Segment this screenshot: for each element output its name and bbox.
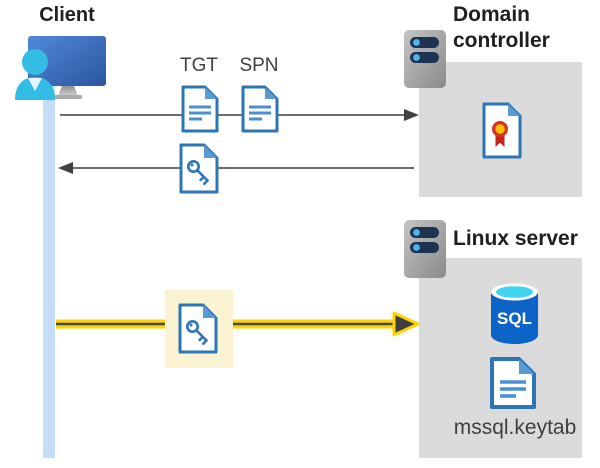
arrowhead-yellow-icon: [392, 311, 420, 337]
arrow-dc-to-client: [58, 162, 414, 174]
arrow-client-to-dc: [60, 109, 419, 121]
arrow-client-to-linux: [56, 311, 420, 337]
tgt-label: TGT: [180, 55, 218, 76]
client-timeline-bar: [43, 84, 55, 458]
client-label: Client: [39, 4, 95, 26]
domain-controller-label: Domain controller: [453, 3, 550, 52]
arrowhead-left-icon: [58, 162, 73, 174]
arrowhead-right-icon: [404, 109, 419, 121]
spn-label: SPN: [239, 55, 279, 76]
key-document-icon: [179, 143, 219, 194]
tgt-document-icon: [181, 85, 219, 133]
client-user-monitor-icon: [15, 36, 106, 100]
server-icon: [404, 30, 446, 88]
server-icon: [404, 220, 446, 278]
keytab-document-icon: [490, 357, 536, 409]
linux-server-label: Linux server: [453, 227, 578, 250]
sql-text: SQL: [497, 309, 532, 328]
spn-document-icon: [241, 85, 279, 133]
keytab-filename-label: mssql.keytab: [453, 416, 577, 439]
certificate-document-icon: [482, 102, 522, 159]
key-document-icon: [178, 303, 218, 354]
sql-database-icon: SQL: [491, 283, 538, 344]
